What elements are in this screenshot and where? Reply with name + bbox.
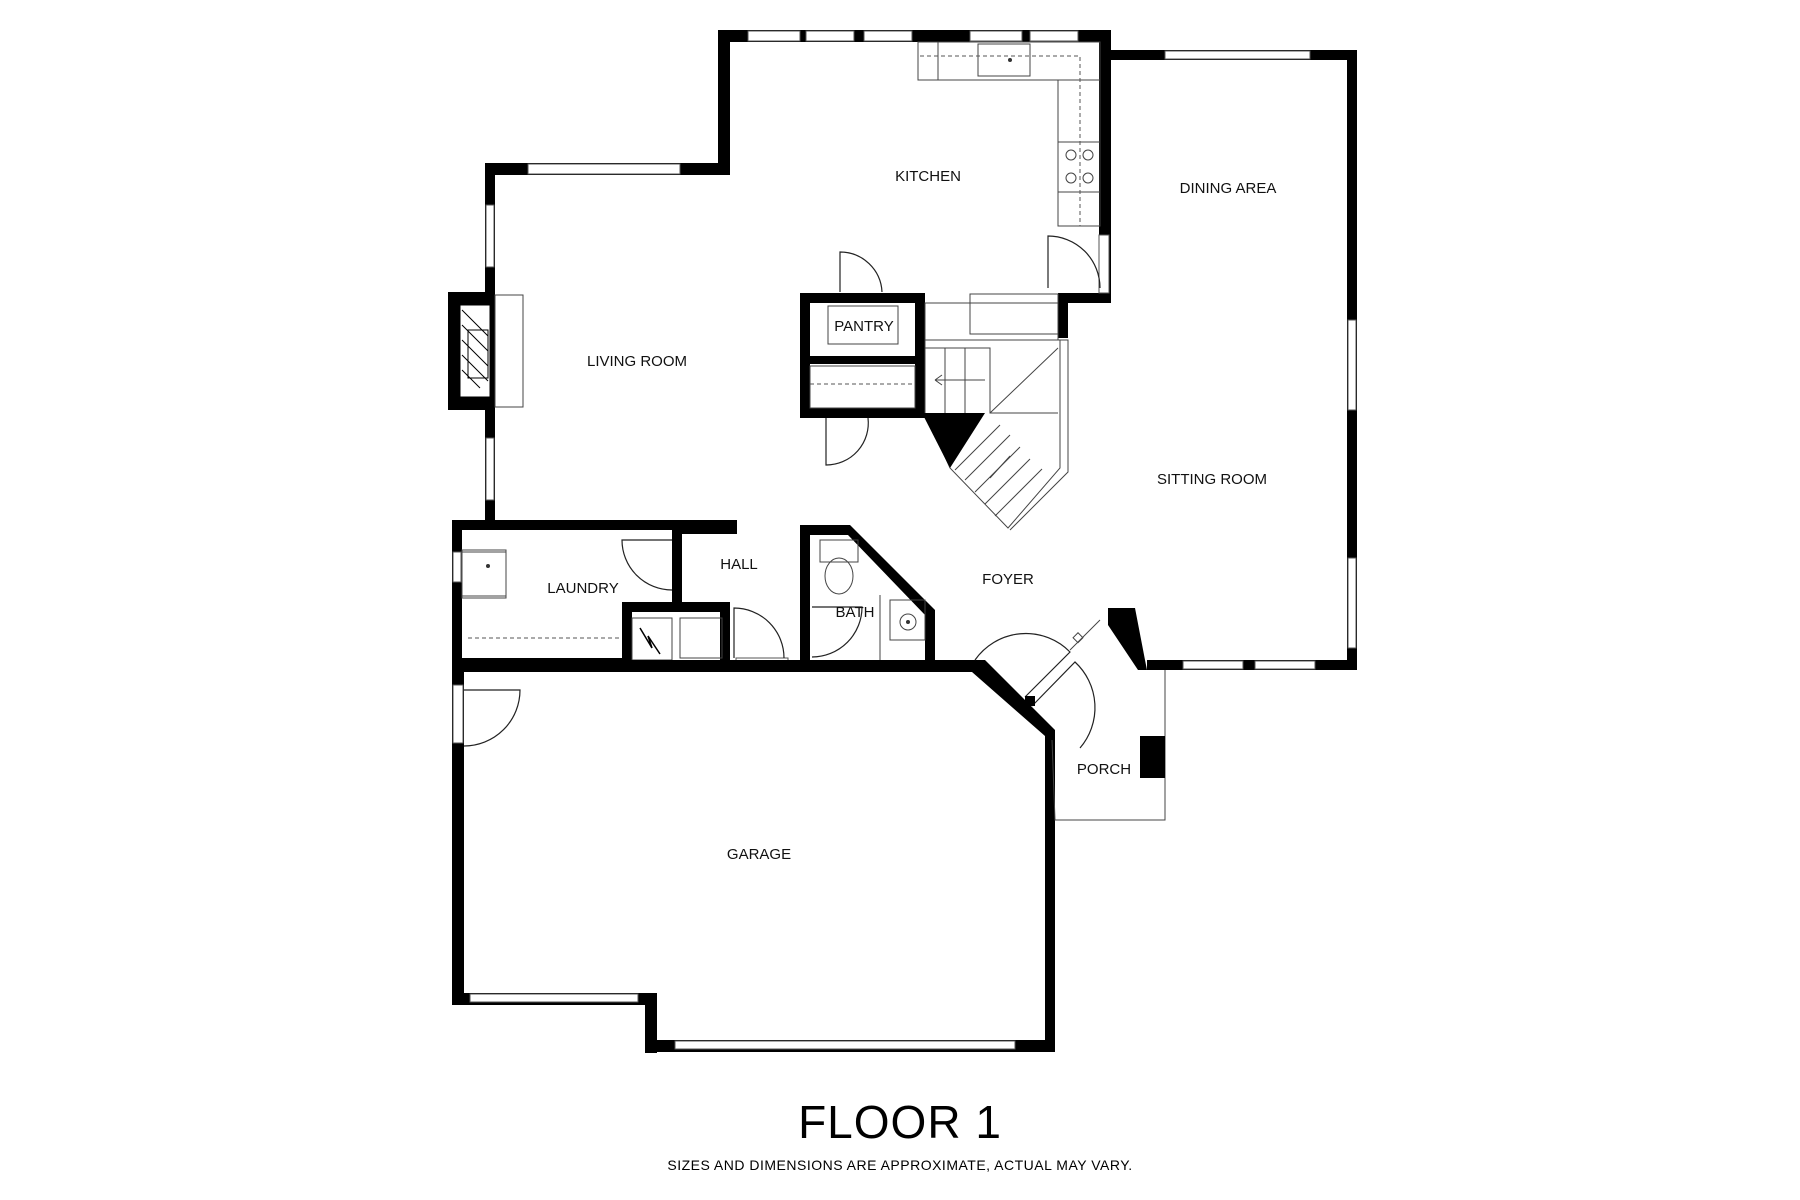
room-label-kitchen: KITCHEN [895, 168, 961, 185]
room-label-bath: BATH [836, 604, 875, 621]
bath [800, 525, 935, 670]
pantry [800, 251, 925, 466]
fireplace [448, 292, 524, 410]
room-label-sitting-room: SITTING ROOM [1157, 471, 1267, 488]
laundry-hall-walls [452, 520, 789, 670]
room-label-porch: PORCH [1077, 761, 1131, 778]
room-label-foyer: FOYER [982, 571, 1034, 588]
staircase [922, 302, 1069, 531]
room-label-hall: HALL [720, 556, 758, 573]
windows [485, 30, 1357, 670]
garage-walls [452, 660, 1055, 1053]
room-label-pantry: PANTRY [834, 318, 893, 335]
room-label-laundry: LAUNDRY [547, 580, 618, 597]
room-label-garage: GARAGE [727, 846, 791, 863]
room-label-dining-area: DINING AREA [1180, 180, 1277, 197]
room-label-living-room: LIVING ROOM [587, 353, 687, 370]
floor-title: FLOOR 1 [798, 1096, 1002, 1148]
disclaimer-text: SIZES AND DIMENSIONS ARE APPROXIMATE, AC… [667, 1157, 1133, 1173]
kitchen-counters [917, 41, 1101, 335]
entry-porch [974, 608, 1166, 821]
